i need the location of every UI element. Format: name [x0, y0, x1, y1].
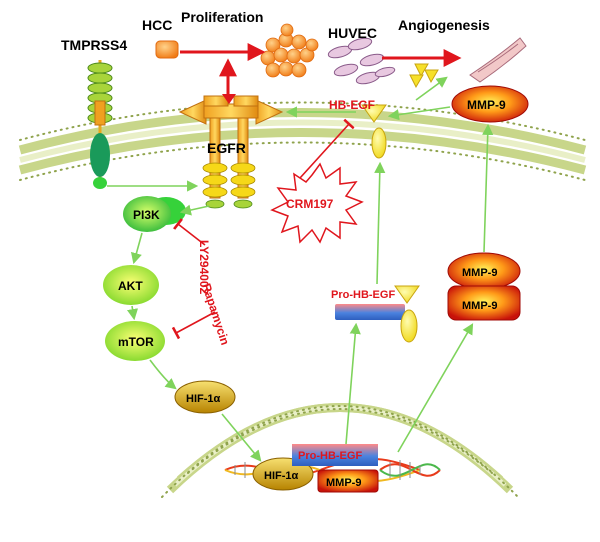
egfr-label: EGFR	[207, 140, 246, 156]
huvec-cells-icon	[327, 37, 396, 85]
tmprss4-label: TMPRSS4	[61, 37, 127, 53]
mtor-node	[105, 321, 165, 361]
mmp9-dimer-bottom-label: MMP-9	[462, 300, 497, 312]
proliferation-label: Proliferation	[181, 9, 263, 25]
pi3k-label: PI3K	[133, 208, 160, 222]
mmp9-dimer	[447, 252, 521, 321]
angiogenesis-label: Angiogenesis	[398, 17, 490, 33]
hif1a-cytoplasm	[174, 380, 236, 414]
hif1a-cytoplasm-label: HIF-1α	[186, 393, 221, 405]
hb-egf-label: HB-EGF	[329, 98, 375, 112]
tumor-cluster-icon	[260, 23, 319, 78]
huvec-label: HUVEC	[328, 25, 377, 41]
signal-arrows	[107, 76, 494, 462]
mmp9-membrane-label: MMP-9	[467, 98, 506, 112]
rapamycin-label: Rapamycin	[199, 282, 232, 347]
hb-egf-triangle-icons	[409, 63, 439, 89]
mmp9-membrane	[451, 85, 529, 123]
hif1a-nucleus-label: HIF-1α	[264, 470, 299, 482]
hcc-cell-icon	[155, 40, 179, 59]
pro-hb-egf-cytoplasm	[335, 285, 420, 343]
tmprss4-protein	[87, 60, 113, 189]
pi3k-node	[123, 196, 186, 232]
crm197-label: CRM197	[286, 197, 334, 211]
hcc-label: HCC	[142, 17, 172, 33]
pro-hb-egf-label: Pro-HB-EGF	[331, 289, 395, 301]
nuclear-membrane	[161, 403, 519, 498]
pro-hb-egf-gene-label: Pro-HB-EGF	[298, 450, 362, 462]
mmp9-gene-label: MMP-9	[326, 477, 361, 489]
mmp9-dimer-top-label: MMP-9	[462, 267, 497, 279]
inhibition-lines	[171, 118, 355, 340]
crm197-starburst	[270, 162, 364, 244]
mtor-label: mTOR	[118, 335, 154, 349]
vessel-sprout-icon	[469, 37, 527, 83]
egfr-receptor	[178, 94, 284, 209]
pro-hb-egf-nucleus-gene	[292, 444, 378, 466]
mmp9-nucleus-gene	[317, 469, 379, 493]
hb-egf-ligand	[361, 104, 387, 159]
akt-label: AKT	[118, 279, 143, 293]
ly294002-label: LY294002	[197, 240, 211, 295]
akt-node	[103, 265, 159, 305]
